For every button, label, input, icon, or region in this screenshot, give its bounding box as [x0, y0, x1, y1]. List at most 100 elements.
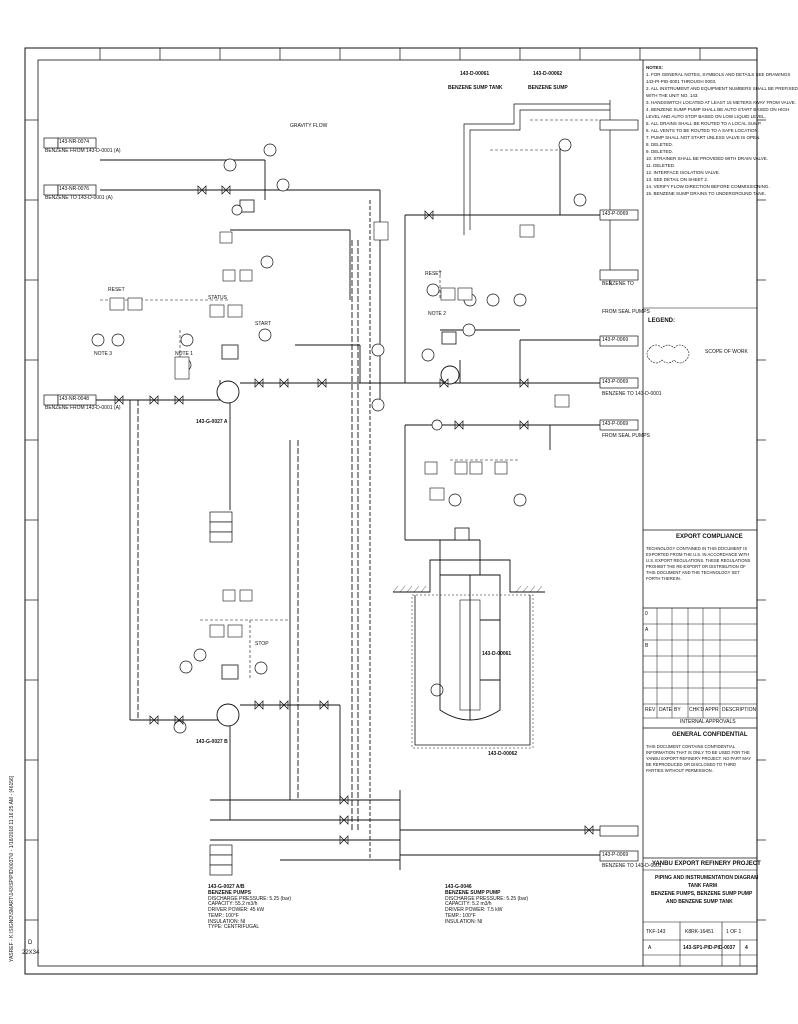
- offpage-right-1-text: BENZENE TO: [602, 281, 634, 287]
- note-item: LEVEL AND AUTO STOP BASED ON LOW LIQUID …: [646, 114, 766, 119]
- border-ticks: [25, 48, 766, 921]
- note-item: 14. VERIFY FLOW DIRECTION BEFORE COMMISS…: [646, 184, 770, 189]
- sump-pump-spec: DISCHARGE PRESSURE: 5.25 (bar): [445, 895, 529, 902]
- sump-pump-spec: TEMP.: 100°F: [445, 912, 476, 919]
- note-item: 1. FOR GENERAL NOTES, SYMBOLS AND DETAIL…: [646, 72, 791, 77]
- pump-spec: DRIVER POWER: 45 kW: [208, 907, 265, 913]
- note-item: 7. PUMP SHALL NOT START UNLESS VALVE IS …: [646, 135, 761, 140]
- note-item: 9. DELETED.: [646, 149, 674, 154]
- title-line-2: AND BENZENE SUMP TANK: [666, 899, 733, 905]
- drawing-type: PIPING AND INSTRUMENTATION DIAGRAM: [655, 875, 759, 881]
- title-grid: [643, 869, 757, 966]
- inner-border: [37, 59, 758, 967]
- pump-b-tag: 143-G-0027 B: [196, 739, 228, 745]
- scope-of-work-label: SCOPE OF WORK: [705, 349, 748, 355]
- sump-vessel-bottom-tag: 143-D-00062: [488, 751, 518, 757]
- offpage-right-2-tag: 143-P-0069: [602, 337, 629, 343]
- note-item: 10. STRAINER SHALL BE PROVIDED WITH DRAI…: [646, 156, 768, 161]
- sump-pump-spec: INSULATION: NI: [445, 918, 483, 925]
- notes-title: NOTES:: [646, 65, 664, 70]
- offpage-right-1-tag: 143-P-0069: [602, 211, 629, 217]
- note-item: 8. DELETED.: [646, 142, 674, 147]
- offpage-right-boxes: [599, 119, 639, 862]
- rev-row-1: A: [645, 627, 649, 633]
- note3-label: NOTE 3: [94, 351, 113, 357]
- confidential-title: GENERAL CONFIDENTIAL: [672, 732, 748, 738]
- start-label: START: [255, 321, 271, 327]
- job-number: K8RK-16451: [685, 929, 714, 935]
- offpage-left-boxes: [43, 137, 97, 406]
- note-item: 143-PI-PID-0001 THROUGH 0003.: [646, 79, 717, 84]
- confidential-body: THIS DOCUMENT CONTAINS CONFIDENTIAL INFO…: [646, 744, 752, 773]
- note-item: 15. BENZENE SUMP DRAINS TO UNDERGROUND T…: [646, 191, 766, 196]
- offpage-right-4-text: FROM SEAL PUMPS: [602, 433, 650, 439]
- pump-spec: DISCHARGE PRESSURE: 5.25 (bar): [208, 895, 292, 902]
- size-code: 22X34: [22, 950, 40, 956]
- margin-code: D: [28, 940, 33, 946]
- offpage-right-3-text: BENZENE TO 143-D-0001: [602, 391, 662, 397]
- reset-right-label: RESET: [425, 271, 442, 277]
- sheet-of: 1 OF 1: [726, 929, 742, 935]
- stop-label: STOP: [255, 641, 269, 647]
- process-lines: [92, 145, 600, 870]
- upper-right-run: [463, 100, 611, 285]
- notes-block: NOTES: 1. FOR GENERAL NOTES, SYMBOLS AND…: [646, 64, 798, 197]
- instrument-balloons: [91, 138, 587, 734]
- pump-spec: INSULATION: NI: [208, 918, 246, 925]
- sump-pump-spec: DRIVER POWER: 7.5 kW: [445, 907, 503, 913]
- file-path-stamp: YASREF - K:\SIGNO\SMART\143\SP\PID\0037\…: [9, 775, 15, 962]
- gravity-flow-label: GRAVITY FLOW: [290, 123, 328, 129]
- rev-row-0: 0: [645, 611, 648, 617]
- unit-code: TKF-143: [646, 929, 666, 935]
- offpage-left-1-tag: 143-NR-0074: [59, 139, 90, 145]
- area-name: TANK FARM: [688, 883, 718, 889]
- note-item: 5. ALL DRAINS SHALL BE ROUTED TO A LOCAL…: [646, 121, 762, 126]
- reset-left-label: RESET: [108, 287, 125, 293]
- status-label: STATUS: [208, 295, 227, 301]
- rev-row-2: B: [645, 643, 649, 649]
- note-item: WITH THE UNIT NO. 143.: [646, 93, 699, 98]
- pump-name: BENZENE PUMPS: [208, 889, 252, 896]
- drawing-number: 143-SP1-PID-PID-0037: [683, 945, 736, 951]
- title-line-1: BENZENE PUMPS, BENZENE SUMP PUMP: [651, 891, 753, 897]
- note-item: 4. BENZENE SUMP PUMP SHALL BE AUTO START…: [646, 107, 790, 112]
- note2-label: NOTE 2: [428, 311, 447, 317]
- pump-flag-boxes: [209, 511, 233, 876]
- rev-header-rev: REV: [645, 707, 656, 713]
- offpage-right-2-text: FROM SEAL PUMPS: [602, 309, 650, 315]
- offpage-left-2-tag: 143-NR-0076: [59, 186, 90, 192]
- scope-cloud: [646, 344, 690, 364]
- rev-header-by: BY: [674, 707, 681, 713]
- piping-diagram: [24, 47, 766, 975]
- rev-header-date: DATE: [659, 707, 672, 713]
- sump-name-2: BENZENE SUMP: [528, 85, 568, 91]
- valve-symbols: [114, 185, 594, 845]
- pump-a-tag: 143-G-0027 A: [196, 419, 228, 425]
- pump-symbols: [216, 365, 460, 727]
- revision-grid: [643, 608, 757, 719]
- note-item: 11. DELETED.: [646, 163, 676, 168]
- pit-hatch: [392, 585, 543, 593]
- export-body: TECHNOLOGY CONTAINED IN THIS DOCUMENT IS…: [646, 546, 751, 581]
- note-item: 2. ALL INSTRUMENT AND EQUIPMENT NUMBERS …: [646, 86, 798, 91]
- instrument-boxes: [109, 221, 570, 638]
- rev-code: A: [648, 945, 652, 951]
- sump-pump-spec: CAPACITY: 5.2 m3/h: [445, 901, 492, 908]
- sump-tank-tag: 143-D-00061: [460, 71, 490, 77]
- offpage-right-3-tag: 143-P-0069: [602, 379, 629, 385]
- note1-label: NOTE 1: [175, 351, 194, 357]
- pump-spec: TYPE: CENTRIFUGAL: [208, 924, 260, 931]
- pump-equipment-data: 143-G-0027 A/B BENZENE PUMPS DISCHARGE P…: [208, 884, 338, 931]
- drawing-sheet: YASREF - K:\SIGNO\SMART\143\SP\PID\0037\…: [9, 47, 798, 975]
- sump-tank-name: BENZENE SUMP TANK: [448, 85, 503, 91]
- sump-pump-tag: 143-G-0046: [445, 884, 472, 890]
- offpage-right-4-tag: 143-P-0069: [602, 421, 629, 427]
- offpage-right-5-tag: 143-P-0069: [602, 852, 629, 858]
- legend-title: LEGEND:: [648, 318, 675, 324]
- pump-spec: TEMP.: 100°F: [208, 912, 239, 919]
- sump-pump-name: BENZENE SUMP PUMP: [445, 889, 501, 896]
- offpage-left-1-text: BENZENE FROM 143-D-0001 (A): [45, 148, 121, 154]
- sump-tank: [393, 559, 545, 749]
- project-name: YANBU EXPORT REFINERY PROJECT: [652, 861, 761, 867]
- sump-vessel-tag: 143-D-00061: [482, 651, 512, 657]
